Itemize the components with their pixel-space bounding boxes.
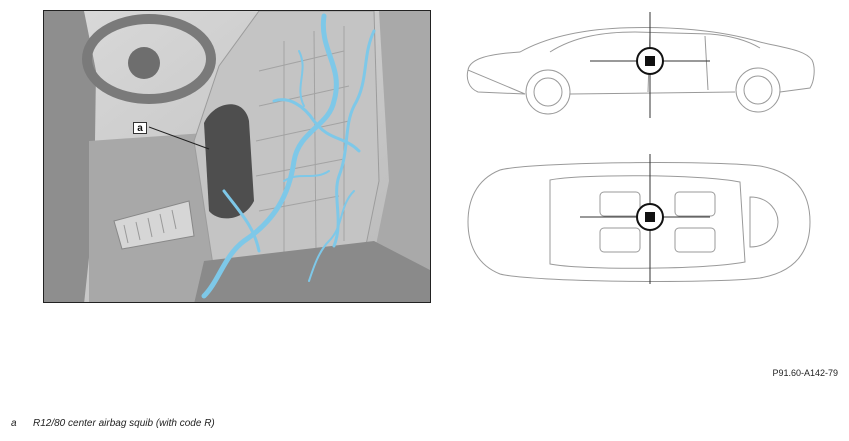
vehicle-side-view <box>466 12 815 118</box>
front-wheel <box>525 69 571 115</box>
rear-wheel <box>735 67 781 113</box>
vehicle-top-view <box>467 154 811 284</box>
steering-wheel <box>82 14 216 104</box>
center-airbag-module <box>204 104 254 219</box>
figure-reference-code: P91.60-A142-79 <box>772 368 838 378</box>
air-vent <box>113 200 195 250</box>
car-top-outline <box>467 162 811 282</box>
side-view-locator-marker <box>590 12 710 118</box>
wiring-harness <box>201 13 376 299</box>
legend-key: a <box>11 418 17 429</box>
top-view-locator-marker <box>580 154 710 284</box>
legend-text: R12/80 center airbag squib (with code R) <box>33 418 215 429</box>
callout-leader-line <box>148 126 210 150</box>
front-seat-backrest <box>44 11 96 302</box>
car-body-outline <box>466 27 815 95</box>
legend-item: a R12/80 center airbag squib (with code R… <box>11 418 215 429</box>
seat-interior-illustration <box>44 11 430 302</box>
callout-label-a: a <box>133 122 147 134</box>
component-location-photo: a <box>43 10 431 303</box>
seat-frame <box>193 11 380 302</box>
door-panel <box>364 11 430 302</box>
